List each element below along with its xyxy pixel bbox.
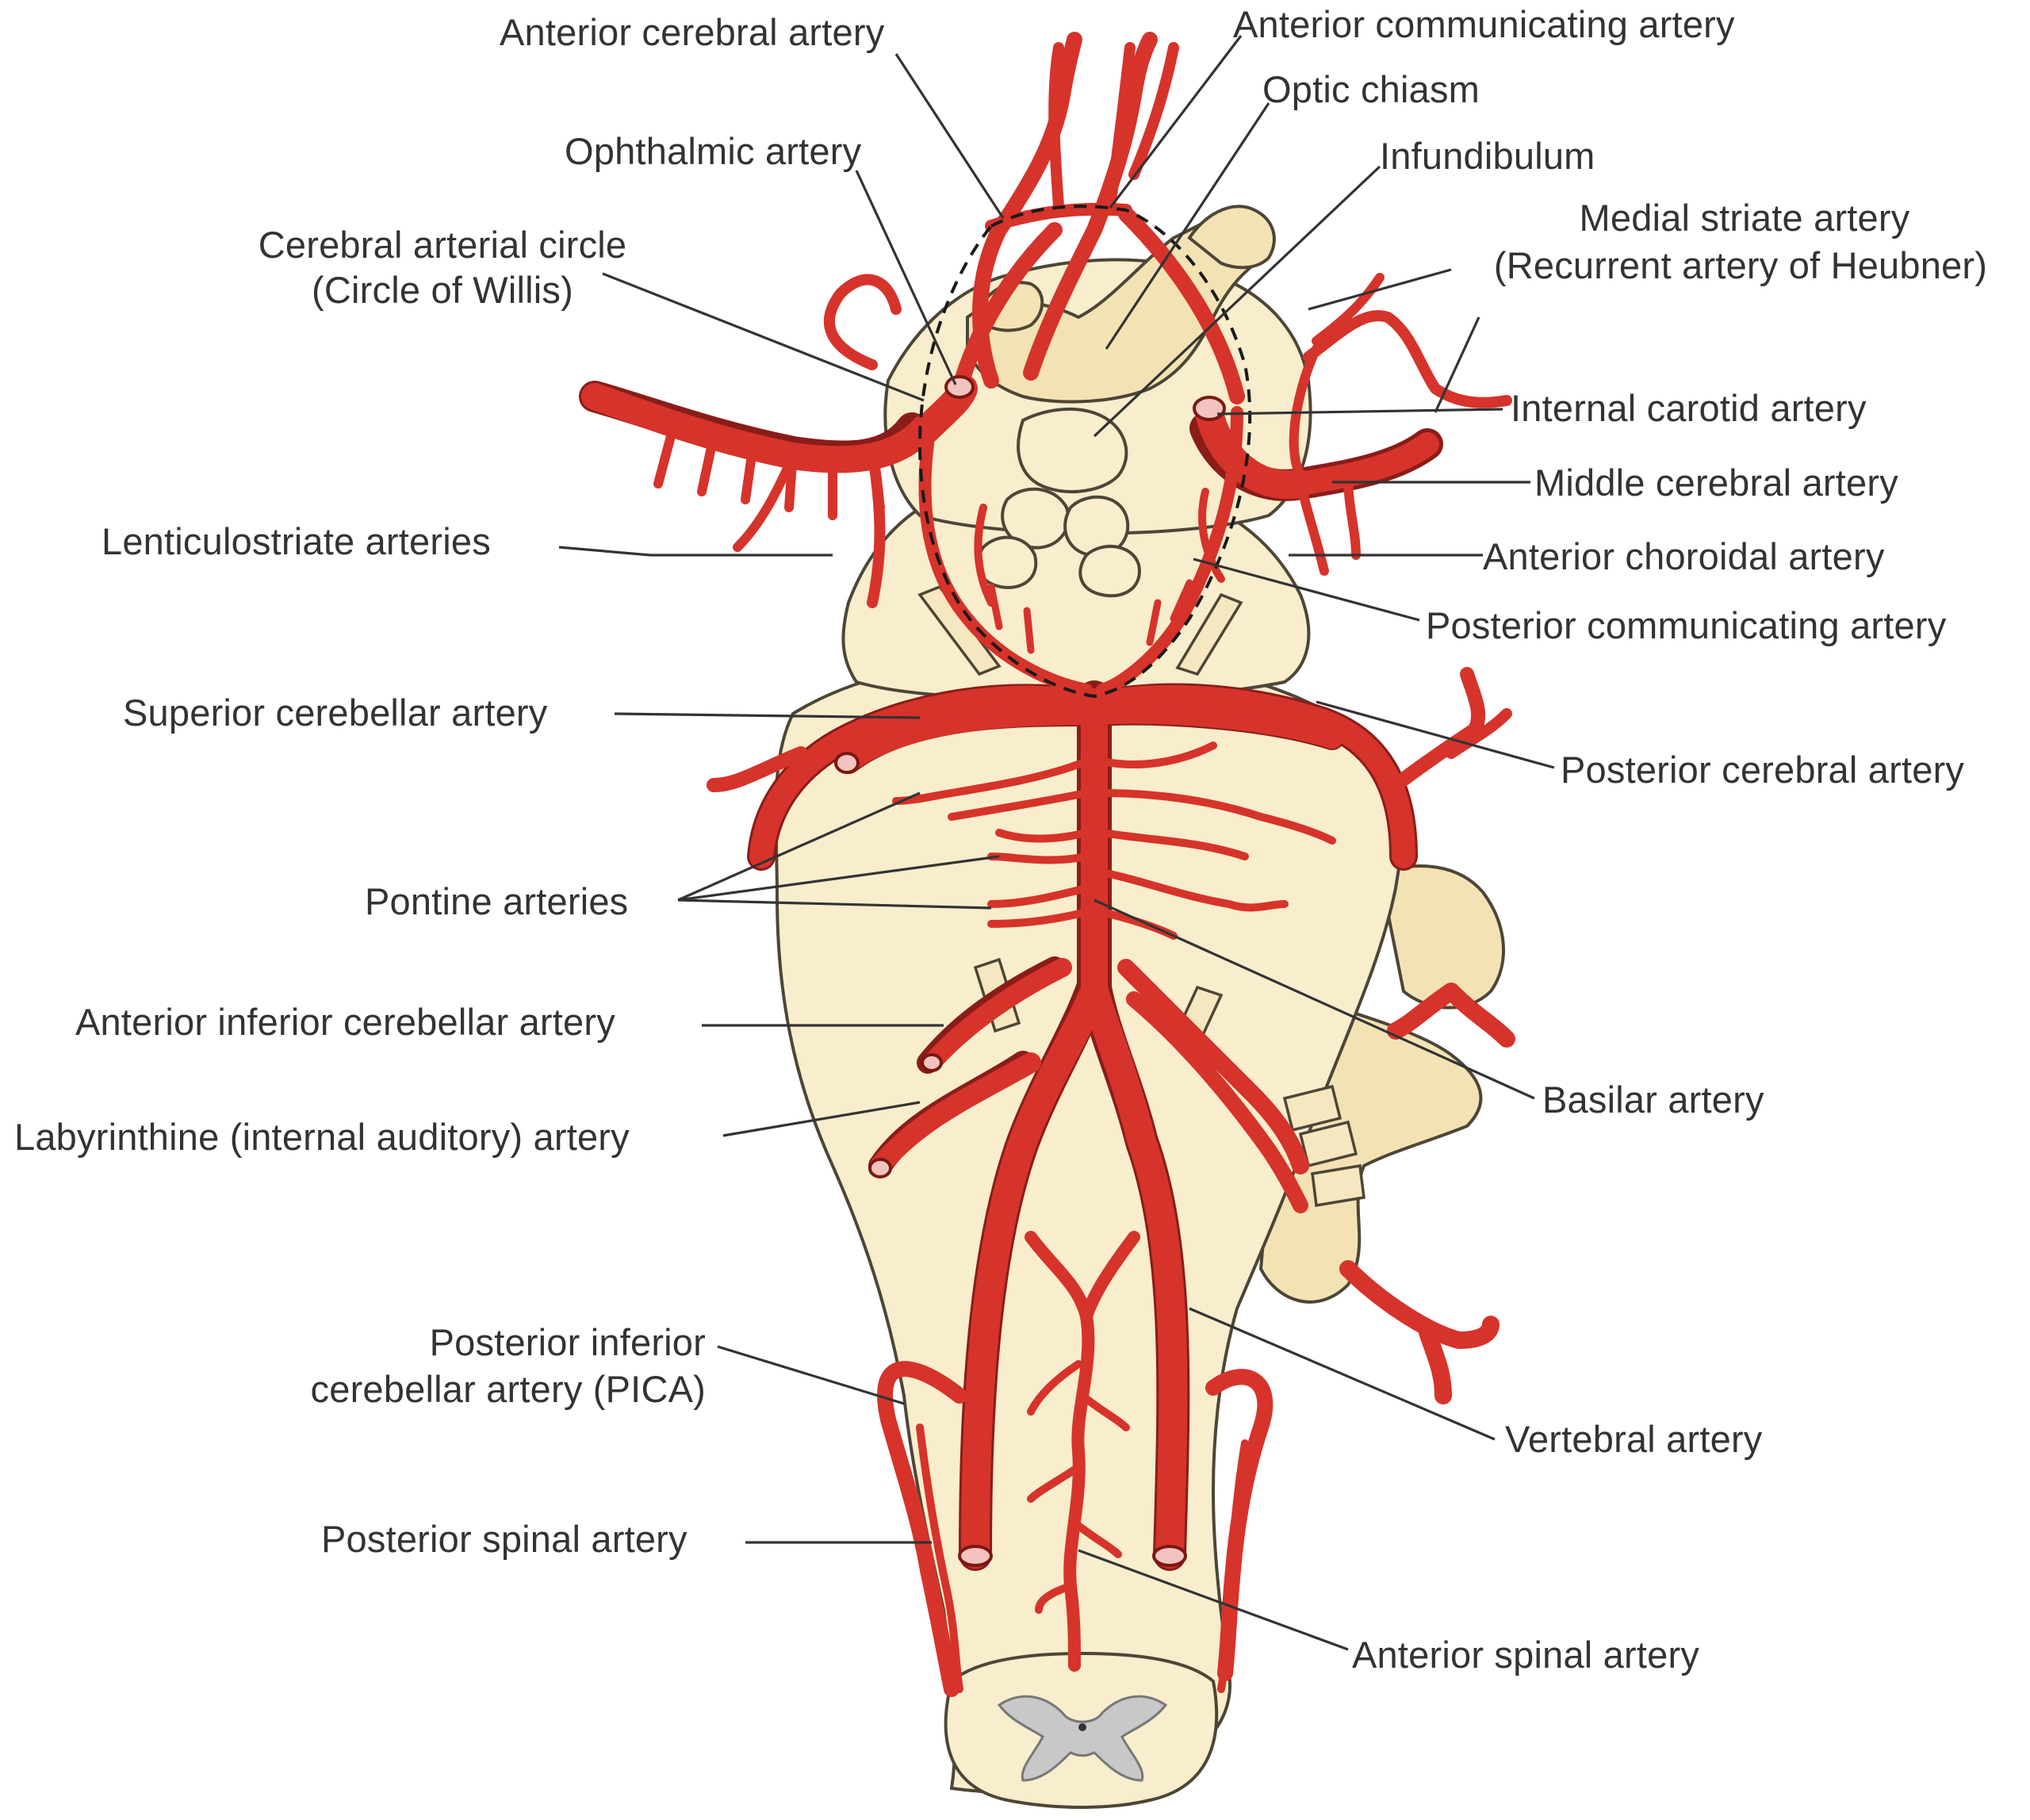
oculomotor-nerve-left — [917, 584, 1002, 676]
right-vertebral-lumen — [1152, 1545, 1187, 1567]
pontine-artery-left-3 — [987, 884, 1090, 908]
label-anterior-cerebral-artery: Anterior cerebral artery — [500, 11, 885, 53]
posterior-spinal-artery — [916, 1423, 963, 1693]
label-vertebral-artery: Vertebral artery — [1505, 1418, 1763, 1460]
leader-internal-carotid — [1216, 408, 1503, 416]
left-vertebral-lumen — [958, 1545, 993, 1567]
label-posterior-cerebral-artery: Posterior cerebral artery — [1561, 749, 1965, 791]
superior-cerebellar-artery-right — [1083, 701, 1343, 749]
anterior-choroidal-artery — [1198, 488, 1225, 583]
vertebral-artery-left — [961, 977, 1109, 1569]
label-cerebral-arterial-circle-2: (Circle of Willis) — [312, 269, 573, 311]
label-anterior-inferior-cerebellar-artery: Anterior inferior cerebellar artery — [75, 1001, 615, 1043]
posterior-cerebral-artery-right — [1082, 685, 1415, 868]
label-pontine-arteries: Pontine arteries — [365, 880, 629, 922]
labyrinthine-artery-left — [870, 1052, 1041, 1176]
posterior-communicating-artery-right — [1096, 406, 1243, 696]
leader-posterior-cerebral — [1316, 700, 1555, 769]
leader-lines — [558, 35, 1555, 1651]
artery-paths — [581, 32, 1515, 1697]
leader-basilar — [1094, 899, 1535, 1100]
pontine-artery-left-1 — [892, 757, 1090, 805]
left-carotid-lumen — [944, 375, 975, 399]
leader-infundibulum — [1093, 165, 1381, 438]
label-infundibulum: Infundibulum — [1380, 135, 1595, 177]
central-canal — [1078, 1723, 1086, 1731]
vertebral-artery-right — [1080, 977, 1188, 1569]
label-medial-striate-2: (Recurrent artery of Heubner) — [1493, 244, 1988, 286]
label-pica-1: Posterior inferior — [429, 1321, 706, 1363]
right-nerve-rootlet-3 — [1311, 1163, 1365, 1208]
label-posterior-spinal-artery: Posterior spinal artery — [321, 1518, 688, 1560]
label-optic-chiasm: Optic chiasm — [1262, 68, 1480, 110]
left-sca-lumen — [834, 752, 860, 774]
spinal-gray-matter — [997, 1695, 1168, 1782]
oculomotor-nerve-right — [1175, 592, 1243, 676]
leader-pontine-2 — [677, 855, 1000, 902]
leader-anterior-cerebral — [894, 53, 1005, 219]
label-anterior-choroidal-artery: Anterior choroidal artery — [1483, 535, 1885, 577]
right-nerve-stump — [1377, 864, 1505, 1010]
internal-carotid-artery-right — [1195, 398, 1315, 500]
leader-optic-chiasm — [1105, 102, 1270, 350]
leader-anterior-spinal — [1078, 1549, 1349, 1651]
leader-cerebral-arterial-circle — [602, 272, 925, 402]
middle-cerebral-artery-right — [1289, 432, 1439, 496]
label-pica-2: cerebellar artery (PICA) — [310, 1368, 706, 1410]
anterior-communicating-artery — [985, 202, 1132, 232]
leader-labyrinthine — [722, 1101, 921, 1137]
leader-pontine-1 — [677, 791, 921, 902]
leader-superior-cerebellar — [614, 712, 921, 719]
pica-left — [877, 1361, 967, 1697]
label-cerebral-arterial-circle-1: Cerebral arterial circle — [258, 224, 627, 266]
medial-striate-artery-left — [823, 274, 902, 370]
leader-anterior-communicating — [1109, 35, 1243, 209]
superior-cerebellar-artery-left — [837, 703, 1105, 772]
optic-nerve-stump — [1187, 205, 1276, 270]
label-medial-striate-1: Medial striate artery — [1579, 197, 1910, 239]
left-aica-lumen — [921, 1053, 943, 1072]
label-anterior-spinal-artery: Anterior spinal artery — [1352, 1634, 1700, 1676]
anterior-spinal-artery — [1025, 1231, 1095, 1672]
label-superior-cerebellar-artery: Superior cerebellar artery — [123, 692, 548, 734]
right-nerve-rootlet-1 — [1282, 1084, 1342, 1132]
mammillary-lobule-4 — [1078, 544, 1141, 598]
label-basilar-artery: Basilar artery — [1542, 1079, 1764, 1121]
label-ophthalmic-artery: Ophthalmic artery — [565, 130, 862, 172]
leader-medial-striate — [1308, 268, 1452, 311]
right-carotid-lumen — [1193, 396, 1226, 421]
label-middle-cerebral-artery: Middle cerebral artery — [1534, 462, 1898, 504]
leader-pica — [717, 1345, 905, 1405]
left-labyrinthine-lumen — [868, 1158, 892, 1178]
pica-right — [1205, 1369, 1274, 1681]
label-lenticulostriate-arteries: Lenticulostriate arteries — [102, 520, 491, 562]
leader-posterior-communicating — [1193, 557, 1420, 622]
anterior-inferior-cerebellar-artery-right — [1117, 959, 1309, 1174]
circle-of-willis-outline — [917, 205, 1252, 699]
anterior-inferior-cerebellar-artery-left — [922, 958, 1072, 1072]
label-labyrinthine-artery: Labyrinthine (internal auditory) artery — [14, 1116, 630, 1158]
posterior-cerebral-artery-left — [749, 685, 1106, 868]
arteries — [579, 32, 1515, 1697]
label-anterior-communicating-artery: Anterior communicating artery — [1233, 3, 1735, 45]
medial-striate-artery-right — [1303, 310, 1512, 408]
pontine-artery-left-2 — [995, 829, 1090, 843]
leader-vertebral — [1189, 1307, 1496, 1441]
leader-lenticulostriate — [558, 546, 833, 557]
middle-cerebral-artery-left — [581, 383, 937, 473]
label-posterior-communicating-artery: Posterior communicating artery — [1426, 604, 1947, 646]
leader-pontine-3 — [677, 899, 992, 910]
mammillary-lobule-2 — [1063, 495, 1130, 557]
leader-medial-striate-2 — [1434, 316, 1480, 413]
leader-ophthalmic — [855, 170, 957, 385]
label-internal-carotid-artery: Internal carotid artery — [1511, 387, 1867, 429]
mammillary-lobule-1 — [1001, 487, 1071, 550]
